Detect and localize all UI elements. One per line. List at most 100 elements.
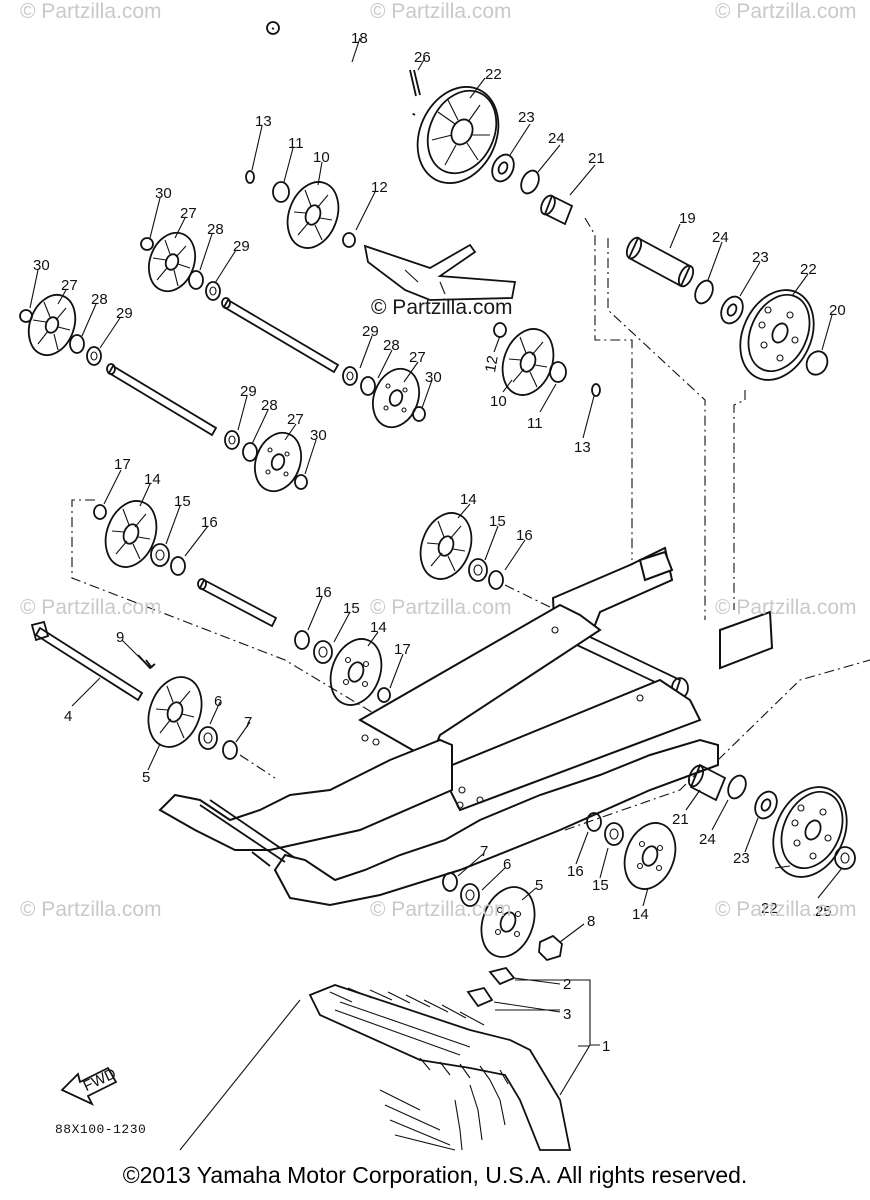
callout-25: 25 bbox=[815, 903, 832, 920]
washer-13-upper bbox=[245, 170, 255, 184]
clip-2 bbox=[488, 966, 516, 986]
assembly-line-d bbox=[71, 499, 411, 736]
callout-14: 14 bbox=[632, 906, 649, 923]
nut-30-d bbox=[294, 474, 308, 490]
callout-7: 7 bbox=[244, 714, 252, 731]
nut-25 bbox=[834, 846, 856, 870]
nut-8 bbox=[538, 934, 563, 962]
ring-29-c bbox=[342, 366, 358, 386]
bearing-23-right bbox=[720, 295, 744, 325]
assembly-line-h bbox=[564, 769, 701, 831]
watermark: © Partzilla.com bbox=[20, 898, 162, 921]
callout-28: 28 bbox=[261, 397, 278, 414]
callout-labels: 18 26 22 13 11 10 23 24 21 12 30 27 28 2… bbox=[33, 30, 846, 1055]
bearing-6-left bbox=[198, 726, 218, 750]
callout-11: 11 bbox=[527, 415, 543, 432]
watermark: © Partzilla.com bbox=[715, 898, 857, 921]
cotter-pin-26 bbox=[409, 69, 421, 97]
wheel-14-d bbox=[623, 822, 677, 890]
callout-29: 29 bbox=[116, 305, 133, 322]
bearing-15-a bbox=[150, 543, 170, 567]
callout-6: 6 bbox=[214, 693, 222, 710]
watermark: © Partzilla.com bbox=[715, 596, 857, 619]
nut-30-c bbox=[412, 406, 426, 422]
wheel-27-c bbox=[372, 367, 420, 429]
callout-13: 13 bbox=[255, 113, 272, 130]
callout-17: 17 bbox=[114, 456, 131, 473]
callout-15: 15 bbox=[489, 513, 506, 530]
ring-7-right bbox=[442, 872, 458, 892]
ring-28-a bbox=[188, 270, 204, 290]
callout-29: 29 bbox=[240, 383, 257, 400]
shaft-18 bbox=[266, 21, 416, 116]
watermark: © Partzilla.com bbox=[20, 0, 162, 23]
assembly-line-c bbox=[733, 390, 746, 610]
callout-3: 3 bbox=[563, 1006, 571, 1023]
callout-21: 21 bbox=[588, 150, 605, 167]
callout-16: 16 bbox=[516, 527, 533, 544]
ring-7-left bbox=[222, 740, 238, 760]
ring-16-c bbox=[294, 630, 310, 650]
callout-29: 29 bbox=[362, 323, 379, 340]
ring-16-b bbox=[488, 570, 504, 590]
callout-7: 7 bbox=[480, 843, 488, 860]
clip-12-lower bbox=[493, 322, 507, 338]
ring-24-lower bbox=[727, 774, 747, 800]
callout-18: 18 bbox=[351, 30, 368, 47]
ring-16-d bbox=[586, 812, 602, 832]
callout-14: 14 bbox=[370, 619, 387, 636]
wheel-5-left bbox=[147, 676, 203, 748]
callout-19: 19 bbox=[679, 210, 696, 227]
ring-24-upper bbox=[520, 169, 540, 195]
watermark: © Partzilla.com bbox=[370, 596, 512, 619]
pivot-bracket bbox=[363, 243, 517, 301]
callout-30: 30 bbox=[33, 257, 50, 274]
callout-14: 14 bbox=[460, 491, 477, 508]
callout-30: 30 bbox=[425, 369, 442, 386]
wheel-5-right bbox=[480, 886, 536, 958]
washer-17-b bbox=[377, 687, 391, 703]
wheel-10-upper bbox=[286, 181, 340, 249]
callout-15: 15 bbox=[343, 600, 360, 617]
pin-9 bbox=[137, 654, 156, 670]
collar-19 bbox=[625, 236, 695, 288]
watermark: © Partzilla.com bbox=[370, 0, 512, 23]
assembly-line-a bbox=[584, 217, 633, 560]
watermark: © Partzilla.com bbox=[20, 596, 162, 619]
suspension-frame bbox=[158, 546, 774, 907]
wheel-22-upper bbox=[416, 86, 500, 184]
callout-28: 28 bbox=[91, 291, 108, 308]
shaft-middle-lower bbox=[106, 363, 218, 437]
front-direction-arrow: FWD bbox=[60, 1065, 119, 1106]
watermark: © Partzilla.com bbox=[715, 0, 857, 23]
wheel-27-a bbox=[148, 231, 196, 293]
callout-23: 23 bbox=[733, 850, 750, 867]
callout-5: 5 bbox=[142, 769, 150, 786]
shaft-short bbox=[197, 578, 278, 628]
callout-9: 9 bbox=[116, 629, 124, 646]
assembly-line-e bbox=[504, 584, 561, 613]
watermark: © Partzilla.com bbox=[370, 898, 512, 921]
bolt-4 bbox=[30, 620, 144, 702]
callout-22: 22 bbox=[761, 900, 778, 917]
callout-16: 16 bbox=[567, 863, 584, 880]
cap-20 bbox=[805, 350, 829, 376]
assembly-line-f bbox=[239, 754, 276, 779]
bearing-6-right bbox=[460, 883, 480, 907]
callout-28: 28 bbox=[207, 221, 224, 238]
callout-23: 23 bbox=[518, 109, 535, 126]
callout-13: 13 bbox=[574, 439, 591, 456]
callout-10: 10 bbox=[313, 149, 330, 166]
callout-2: 2 bbox=[563, 976, 571, 993]
ring-16-a bbox=[170, 556, 186, 576]
callout-27: 27 bbox=[409, 349, 426, 366]
callout-22: 22 bbox=[800, 261, 817, 278]
nut-30-a bbox=[140, 237, 154, 251]
callout-27: 27 bbox=[180, 205, 197, 222]
callout-20: 20 bbox=[829, 302, 846, 319]
bearing-23-upper bbox=[491, 153, 515, 183]
callout-28: 28 bbox=[383, 337, 400, 354]
callout-26: 26 bbox=[414, 49, 431, 66]
wheel-14-c bbox=[329, 638, 383, 706]
